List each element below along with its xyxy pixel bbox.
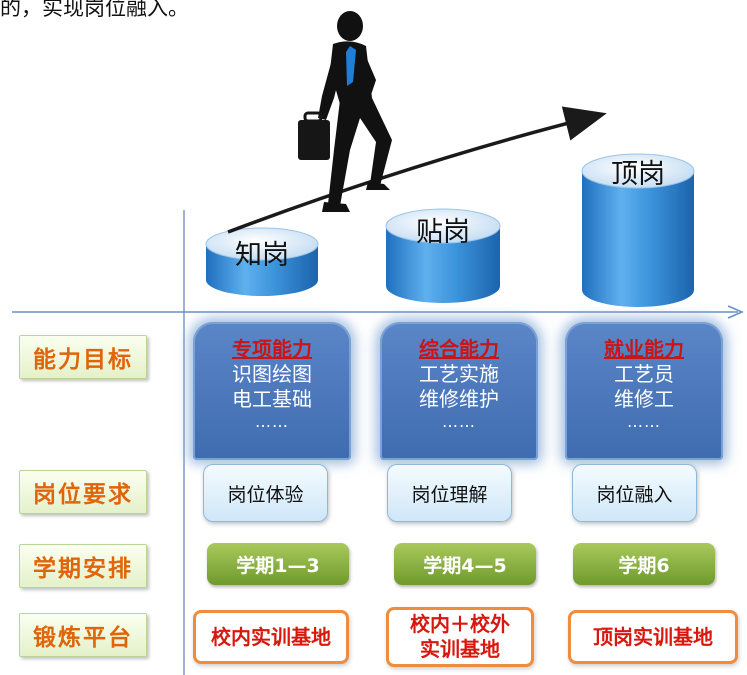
- ability-box-comprehensive: 综合能力 工艺实施 维修维护 ……: [380, 322, 538, 460]
- ability-more: ……: [255, 412, 289, 431]
- platform-line: 实训基地: [420, 637, 500, 661]
- platform-box-top-post: 顶岗实训基地: [568, 610, 738, 664]
- post-requirement-understanding: 岗位理解: [387, 464, 512, 522]
- horizontal-axis-arrow: [727, 305, 744, 319]
- platform-line: 校内＋校外: [410, 612, 510, 636]
- post-requirement-integration: 岗位融入: [572, 464, 697, 522]
- ability-title: 专项能力: [232, 337, 312, 361]
- row-label-term-schedule: 学期安排: [19, 544, 147, 588]
- ability-line: 工艺实施: [419, 362, 499, 386]
- stage-label-attach: 贴岗: [416, 217, 470, 248]
- row-label-training-platform: 锻炼平台: [19, 613, 147, 657]
- stage-label-know: 知岗: [235, 240, 289, 271]
- growth-arrow: [227, 106, 607, 234]
- ability-line: 识图绘图: [232, 362, 312, 386]
- post-requirement-experience: 岗位体验: [203, 464, 328, 522]
- header-text-fragment: 的，实现岗位融入。: [0, 0, 189, 20]
- cylinder-know: [205, 227, 319, 296]
- term-box-4-5: 学期4—5: [394, 543, 536, 585]
- ability-line: 维修维护: [419, 387, 499, 411]
- ability-box-employment: 就业能力 工艺员 维修工 ……: [565, 322, 723, 460]
- ability-title: 就业能力: [604, 337, 684, 361]
- platform-box-campus-external: 校内＋校外 实训基地: [386, 607, 534, 667]
- ability-title: 综合能力: [419, 337, 499, 361]
- row-label-post-requirement: 岗位要求: [19, 470, 147, 514]
- row-label-ability-goal: 能力目标: [19, 335, 147, 379]
- term-box-6: 学期6: [573, 543, 715, 585]
- stage-label-top: 顶岗: [611, 159, 665, 190]
- platform-box-campus: 校内实训基地: [193, 610, 349, 664]
- ability-more: ……: [627, 412, 661, 431]
- cylinder-attach: [385, 208, 501, 303]
- ability-line: 维修工: [614, 387, 674, 411]
- ability-box-special: 专项能力 识图绘图 电工基础 ……: [193, 322, 351, 460]
- ability-more: ……: [442, 412, 476, 431]
- cylinder-top: [581, 153, 695, 307]
- platform-line: 顶岗实训基地: [593, 624, 713, 649]
- ability-line: 工艺员: [614, 362, 674, 386]
- ability-line: 电工基础: [232, 387, 312, 411]
- term-box-1-3: 学期1—3: [207, 543, 349, 585]
- businessman-illustration: [298, 11, 392, 212]
- platform-line: 校内实训基地: [211, 624, 331, 649]
